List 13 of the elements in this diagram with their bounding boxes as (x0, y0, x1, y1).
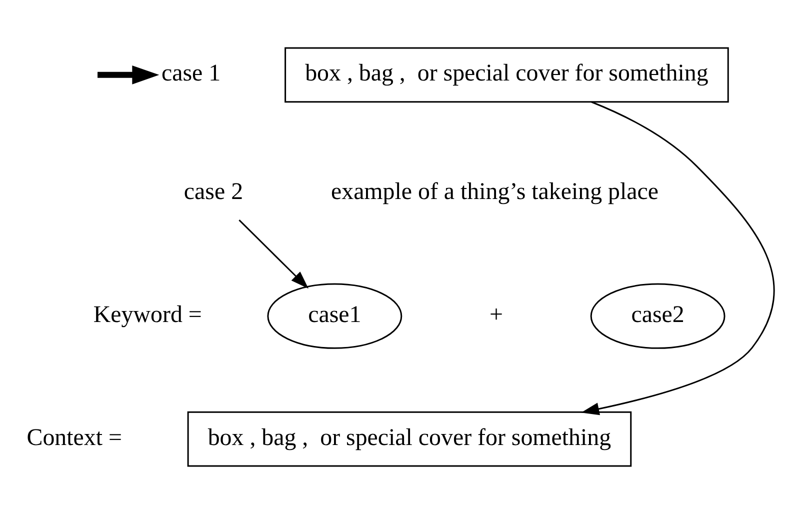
arrow (581, 100, 775, 415)
node-box: box , bag , or special cover for something (187, 410, 632, 466)
node-ellipse: case2 (590, 282, 726, 348)
label: example of a thing’s takeing place (331, 178, 658, 204)
node-text: case 2 (184, 178, 244, 204)
arrow (238, 219, 308, 288)
node-ellipse: case1 (267, 282, 402, 348)
node-text: case 1 (161, 60, 221, 86)
label: Context = (26, 424, 122, 450)
label: + (489, 301, 503, 328)
node-box: box , bag , or special cover for something (284, 46, 729, 102)
arrow (98, 64, 160, 84)
label: Keyword = (93, 301, 202, 328)
